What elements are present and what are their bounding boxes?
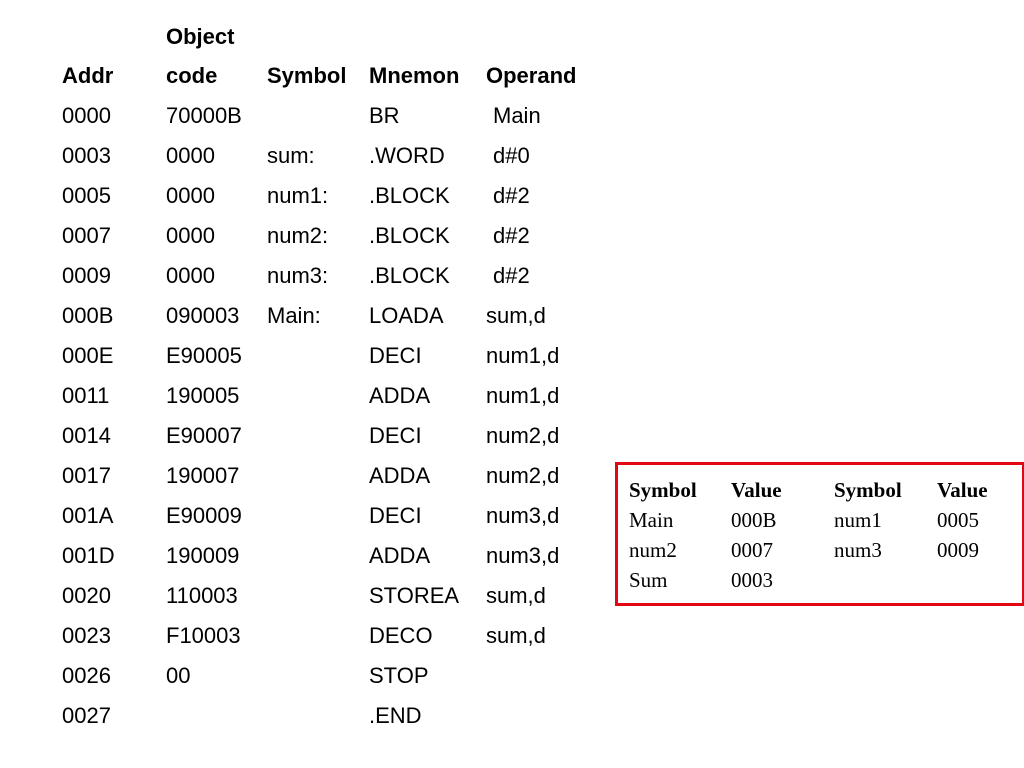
symbol-cell: Main [629, 508, 674, 532]
value-cell: 0003 [731, 568, 773, 592]
header-object-top: Object [166, 24, 235, 49]
symbol-cell: num1: [267, 183, 329, 208]
object-code-cell: 190009 [166, 543, 240, 568]
addr-cell: 001A [62, 503, 114, 528]
object-code-cell: 70000B [166, 103, 242, 128]
header-object-code: code [166, 63, 218, 88]
operand-cell: d#2 [493, 263, 530, 288]
object-code-cell: 0000 [166, 263, 215, 288]
symbol-cell: num1 [834, 508, 882, 532]
symbol-table: Symbol Value Symbol Value Main 000B num1… [615, 462, 1024, 606]
object-code-cell: 00 [166, 663, 191, 688]
operand-cell: sum,d [486, 583, 546, 608]
object-code-cell: 190007 [166, 463, 240, 488]
addr-cell: 0003 [62, 143, 111, 168]
object-code-cell: 190005 [166, 383, 240, 408]
mnemonic-cell: DECI [369, 423, 422, 448]
addr-cell: 0023 [62, 623, 111, 648]
operand-cell: num1,d [486, 383, 560, 408]
object-code-cell: E90009 [166, 503, 242, 528]
operand-cell: d#0 [493, 143, 530, 168]
mnemonic-cell: LOADA [369, 303, 444, 328]
object-code-cell: 110003 [166, 583, 238, 608]
mnemonic-cell: .BLOCK [369, 183, 450, 208]
operand-cell: d#2 [493, 223, 530, 248]
mnemonic-cell: .BLOCK [369, 223, 450, 248]
operand-cell: sum,d [486, 303, 546, 328]
symbol-cell: num3 [834, 538, 882, 562]
addr-cell: 0009 [62, 263, 111, 288]
addr-cell: 0020 [62, 583, 111, 608]
mnemonic-cell: STOP [369, 663, 429, 688]
symbol-cell: num2 [629, 538, 677, 562]
operand-cell: num2,d [486, 463, 560, 488]
addr-cell: 0007 [62, 223, 111, 248]
value-cell: 0009 [937, 538, 979, 562]
mnemonic-cell: STOREA [369, 583, 460, 608]
header-mnemonic: Mnemon [369, 63, 460, 88]
object-code-cell: 0000 [166, 183, 215, 208]
symbol-cell: sum: [267, 143, 315, 168]
addr-cell: 0027 [62, 703, 111, 728]
symbol-cell: num3: [267, 263, 329, 288]
mnemonic-cell: DECI [369, 503, 422, 528]
addr-cell: 000B [62, 303, 114, 328]
addr-cell: 0026 [62, 663, 111, 688]
addr-cell: 001D [62, 543, 115, 568]
symbol-table-header-symbol: Symbol [834, 478, 902, 502]
symbol-table-header-symbol: Symbol [629, 478, 697, 502]
symbol-table-header-value: Value [731, 478, 782, 502]
header-symbol: Symbol [267, 63, 347, 88]
addr-cell: 000E [62, 343, 114, 368]
mnemonic-cell: BR [369, 103, 400, 128]
mnemonic-cell: .WORD [369, 143, 445, 168]
symbol-table-header-value: Value [937, 478, 988, 502]
object-code-cell: E90005 [166, 343, 242, 368]
addr-cell: 0017 [62, 463, 111, 488]
symbol-cell: Sum [629, 568, 668, 592]
operand-cell: d#2 [493, 183, 530, 208]
mnemonic-cell: .BLOCK [369, 263, 450, 288]
object-code-cell: F10003 [166, 623, 241, 648]
mnemonic-cell: DECO [369, 623, 433, 648]
value-cell: 0007 [731, 538, 773, 562]
object-code-cell: E90007 [166, 423, 242, 448]
object-code-cell: 0000 [166, 143, 215, 168]
operand-cell: num3,d [486, 503, 560, 528]
symbol-cell: Main: [267, 303, 321, 328]
mnemonic-cell: ADDA [369, 463, 431, 488]
addr-cell: 0014 [62, 423, 111, 448]
operand-cell: Main [493, 103, 541, 128]
mnemonic-cell: ADDA [369, 543, 431, 568]
mnemonic-cell: DECI [369, 343, 422, 368]
addr-cell: 0011 [62, 383, 110, 408]
operand-cell: num3,d [486, 543, 560, 568]
value-cell: 000B [731, 508, 777, 532]
symbol-cell: num2: [267, 223, 329, 248]
addr-cell: 0000 [62, 103, 111, 128]
operand-cell: num1,d [486, 343, 560, 368]
addr-cell: 0005 [62, 183, 111, 208]
mnemonic-cell: .END [369, 703, 422, 728]
operand-cell: sum,d [486, 623, 546, 648]
object-code-cell: 0000 [166, 223, 215, 248]
value-cell: 0005 [937, 508, 979, 532]
mnemonic-cell: ADDA [369, 383, 431, 408]
header-addr: Addr [62, 63, 114, 88]
header-operand: Operand [486, 63, 577, 88]
object-code-cell: 090003 [166, 303, 240, 328]
operand-cell: num2,d [486, 423, 560, 448]
